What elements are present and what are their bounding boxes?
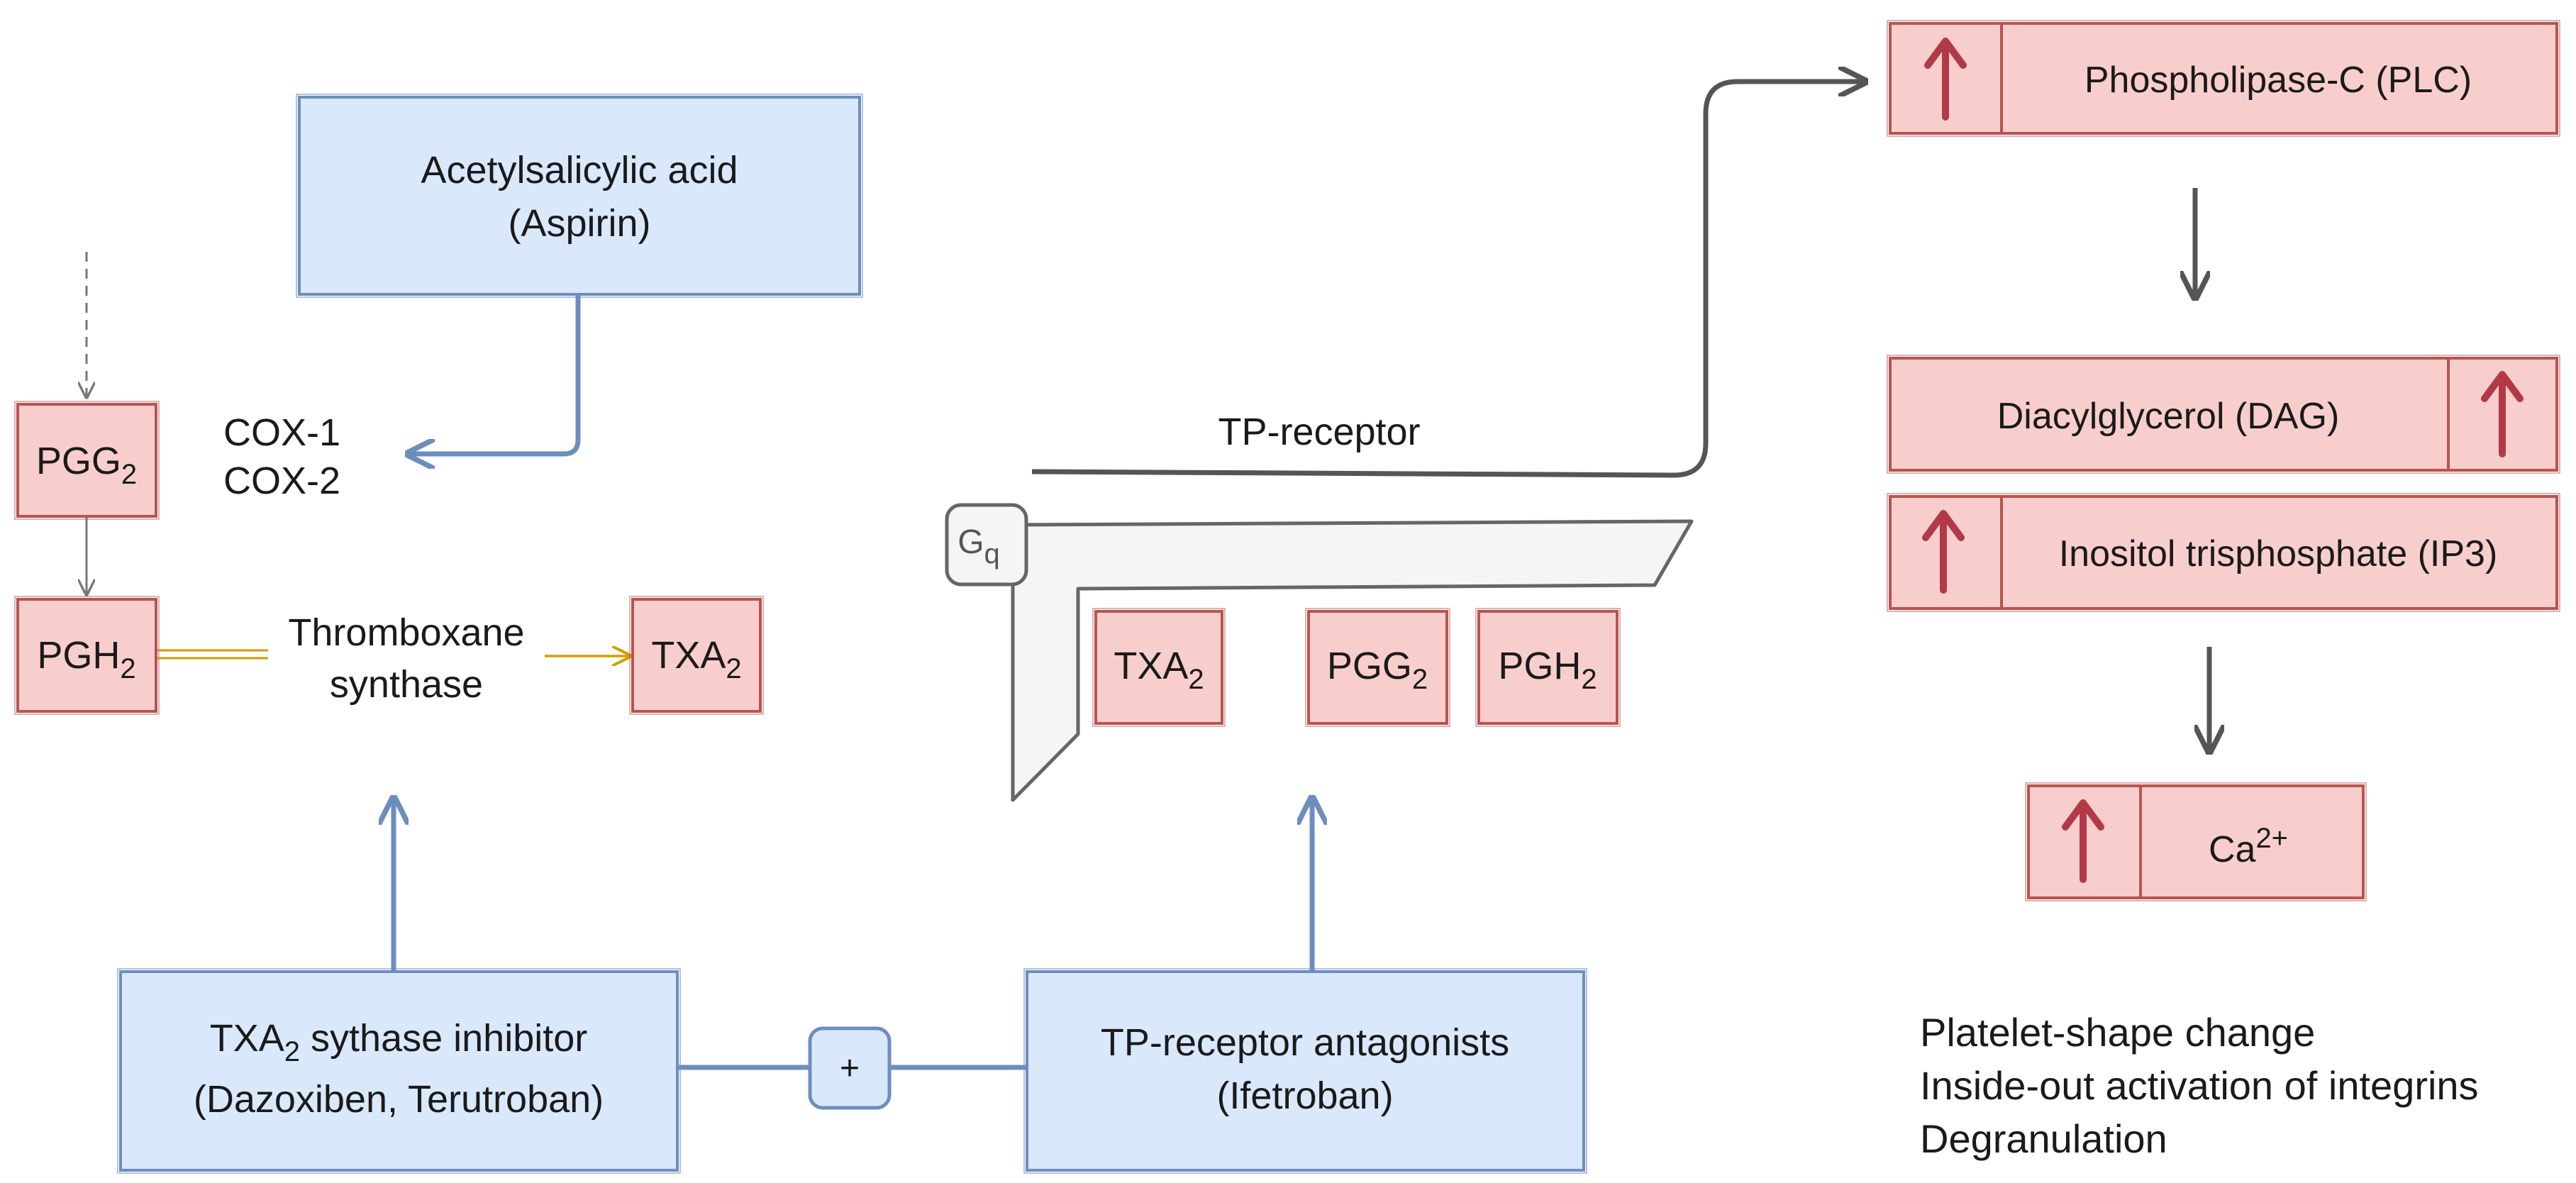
gq-sub: q — [984, 538, 1000, 570]
txa2-box-left: TXA2 — [629, 596, 764, 715]
ip3-box: Inositol trisphosphate (IP3) — [1887, 493, 2560, 612]
txa2-inhibitor-pre: TXA — [210, 1017, 284, 1060]
txa2-inhibitor-post: sythase inhibitor — [300, 1017, 587, 1060]
txa2-left-base: TXA — [651, 634, 726, 677]
tp-receptor-label: TP-receptor — [1218, 411, 1420, 453]
tp-antagonist-line2: (Ifetroban) — [1216, 1074, 1393, 1117]
dag-box: Diacylglycerol (DAG) — [1887, 355, 2560, 474]
svg-text:PGG2: PGG2 — [36, 440, 137, 490]
outcome-degranulation: Degranulation — [1920, 1116, 2167, 1161]
aspirin-label-line1: Acetylsalicylic acid — [421, 149, 738, 191]
dag-up-arrow-icon — [2481, 371, 2524, 457]
txa2-left-sub: 2 — [726, 653, 741, 684]
combination-plus-label: + — [840, 1050, 860, 1087]
pgh2-left-base: PGH — [37, 634, 120, 677]
txa2-inhibitor-sub: 2 — [284, 1036, 300, 1067]
plc-up-arrow-icon — [1924, 38, 1967, 121]
aspirin-box: Acetylsalicylic acid (Aspirin) — [296, 94, 863, 298]
svg-text:Ca2+: Ca2+ — [2209, 823, 2288, 870]
tp-antagonist-line1: TP-receptor antagonists — [1101, 1021, 1509, 1064]
pgh2-box-left: PGH2 — [14, 596, 160, 715]
txa2-inhibitor-line2: (Dazoxiben, Terutroban) — [194, 1078, 604, 1121]
ip3-up-arrow-icon — [1922, 510, 1965, 594]
gq-base: G — [957, 523, 984, 561]
ligand-txa2-box: TXA2 — [1092, 608, 1226, 727]
ligand-txa2-base: TXA — [1114, 645, 1188, 687]
ligand-txa2-sub: 2 — [1188, 664, 1204, 695]
dag-label: Diacylglycerol (DAG) — [1997, 396, 2340, 437]
plc-box: Phospholipase-C (PLC) — [1887, 20, 2560, 137]
calcium-up-arrow-icon — [2062, 799, 2104, 883]
cox-label-line1: COX-1 — [223, 411, 340, 454]
ligand-pgh2-sub: 2 — [1581, 664, 1597, 695]
svg-text:TXA2: TXA2 — [1114, 645, 1204, 695]
calcium-base: Ca — [2209, 829, 2256, 870]
svg-text:PGH2: PGH2 — [1498, 645, 1597, 695]
aspirin-to-cox-arrow — [408, 294, 581, 454]
pgg2-left-base: PGG — [36, 440, 121, 482]
tp-antagonist-box: TP-receptor antagonists (Ifetroban) — [1023, 968, 1587, 1174]
svg-text:PGH2: PGH2 — [37, 634, 135, 684]
enzyme-label-line1: Thromboxane — [288, 611, 524, 654]
receptor-to-plc-arrow — [1031, 82, 1865, 478]
combination-plus-node: + — [808, 1026, 892, 1110]
ligand-pgg2-box: PGG2 — [1305, 608, 1450, 727]
txa2-inhibitor-box: TXA2 sythase inhibitor (Dazoxiben, Terut… — [117, 968, 681, 1174]
outcome-platelet-shape: Platelet-shape change — [1920, 1010, 2315, 1055]
calcium-box: Ca2+ — [2025, 782, 2367, 901]
ligand-pgh2-base: PGH — [1498, 645, 1581, 687]
outcome-integrin-activation: Inside-out activation of integrins — [1920, 1063, 2479, 1108]
svg-text:Gq: Gq — [957, 523, 1000, 570]
ligand-pgg2-base: PGG — [1327, 645, 1412, 687]
svg-text:TXA2 sythase inhibitor: TXA2 sythase inhibitor — [210, 1017, 588, 1067]
ligand-pgh2-box: PGH2 — [1475, 608, 1621, 727]
ligand-pgg2-sub: 2 — [1412, 664, 1428, 695]
enzyme-label-line2: synthase — [330, 663, 483, 706]
pgg2-left-sub: 2 — [121, 459, 137, 490]
pgg2-box-left: PGG2 — [14, 401, 160, 520]
aspirin-label-line2: (Aspirin) — [508, 202, 650, 245]
plc-label: Phospholipase-C (PLC) — [2084, 60, 2472, 101]
pgh2-left-sub: 2 — [120, 653, 135, 684]
cox-label-line2: COX-2 — [223, 460, 340, 502]
svg-text:PGG2: PGG2 — [1327, 645, 1428, 695]
svg-text:TXA2: TXA2 — [651, 634, 741, 684]
ip3-label: Inositol trisphosphate (IP3) — [2059, 533, 2498, 574]
calcium-sup: 2+ — [2255, 823, 2288, 854]
gq-protein: Gq — [945, 503, 1028, 587]
tp-receptor-shape — [1011, 519, 1694, 802]
